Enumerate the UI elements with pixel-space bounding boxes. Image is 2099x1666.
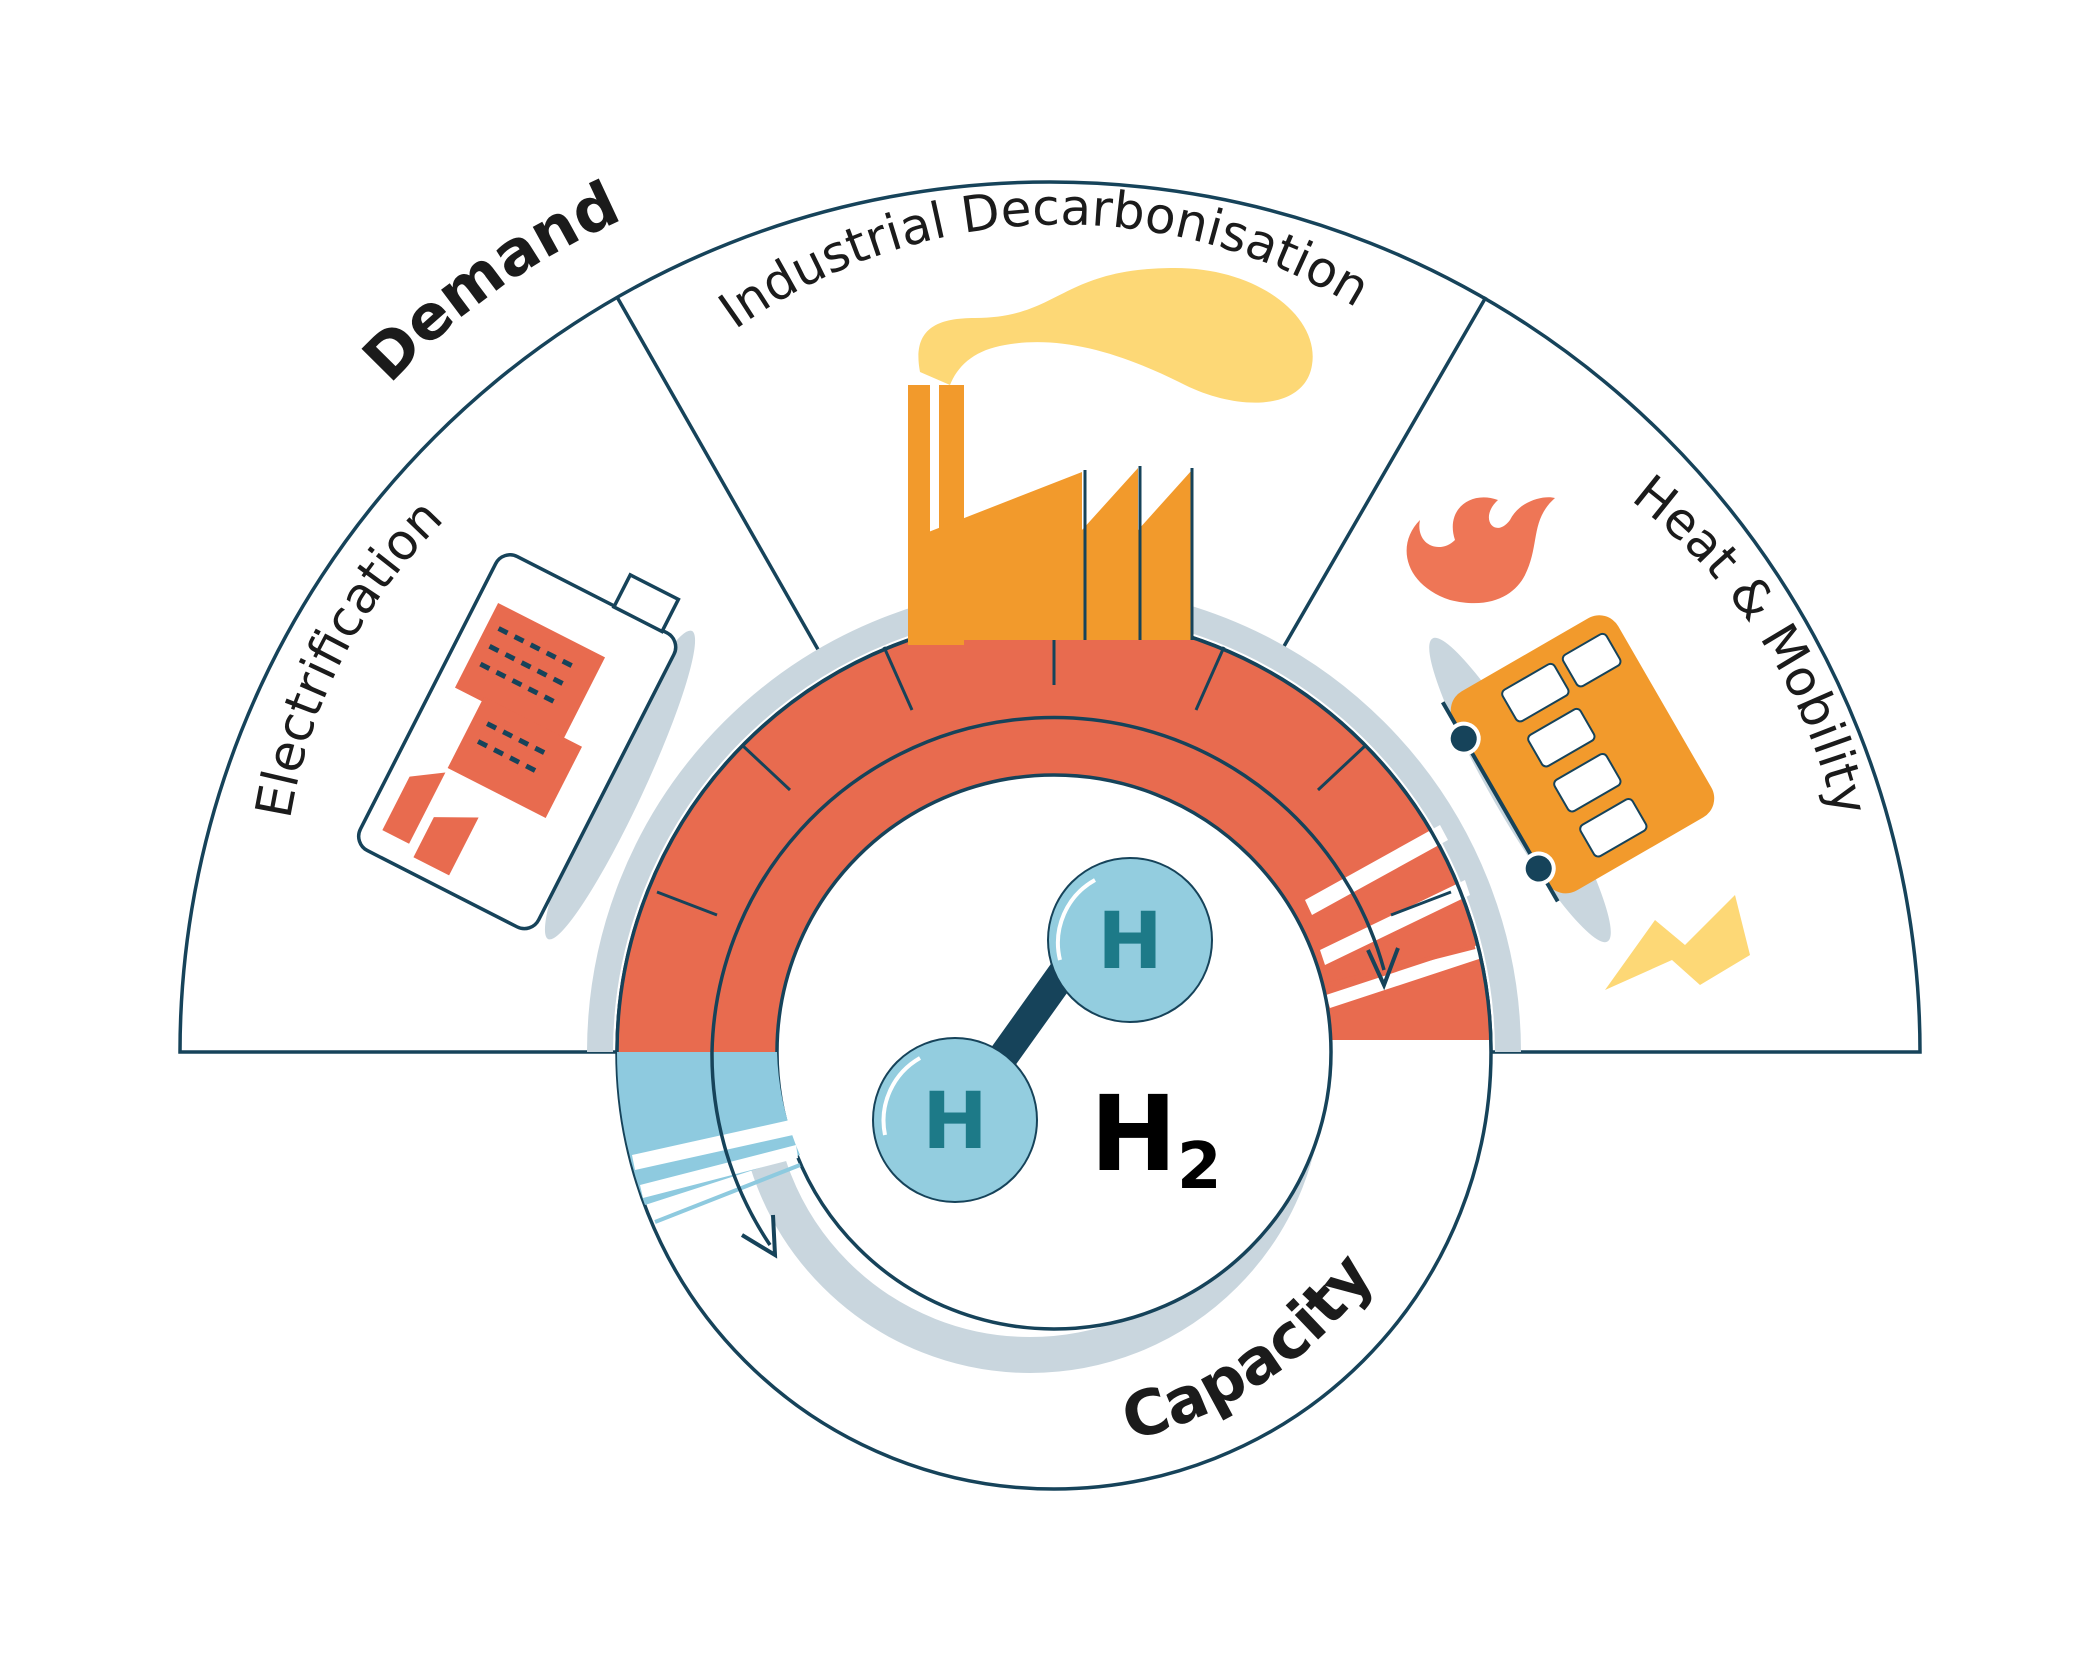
h-atom-top	[1047, 857, 1213, 1023]
h-atom-bottom	[872, 1037, 1038, 1203]
factory-roof-lines	[1083, 466, 1194, 640]
atom-bottom-label: H	[922, 1077, 987, 1167]
capacity-flow-arrow	[710, 1051, 772, 1246]
battery-building-3	[382, 772, 446, 844]
battery-shadow	[544, 630, 696, 940]
fan-divider-right	[1270, 296, 1488, 668]
capacity-arrowhead	[740, 1214, 778, 1259]
atom-top-label: H	[1097, 897, 1162, 987]
lightning-icon	[1605, 895, 1750, 990]
h2-formula: H2	[1090, 1073, 1222, 1204]
lightning-shape	[1605, 895, 1750, 990]
demand-ring-overflow	[1317, 945, 1476, 989]
capacity-ring-overflow	[654, 1163, 801, 1224]
demand-ring-band	[617, 615, 1491, 1052]
battery-windows	[476, 626, 573, 773]
demand-ring-stripes	[1305, 825, 1491, 1052]
bus-windows	[1501, 632, 1648, 858]
battery-terminal	[611, 572, 681, 634]
bus-wheel-back	[1521, 851, 1556, 886]
h2-main-letter: H	[1090, 1073, 1177, 1195]
h-atom-top-shine	[1056, 878, 1096, 961]
demand-ring-ticks	[656, 617, 1452, 917]
fan-divider-left	[615, 296, 830, 668]
capacity-ring-stripes	[632, 1120, 798, 1198]
battery-building-4	[413, 817, 479, 876]
demand-arrowhead	[1366, 947, 1400, 991]
h2-subscript: 2	[1177, 1130, 1222, 1204]
bus-wheel-front	[1446, 721, 1481, 756]
factory-body	[908, 468, 1192, 640]
h-atom-bottom-shine	[881, 1056, 921, 1136]
h2-core-outline	[775, 773, 1333, 1331]
flame-shape	[1406, 497, 1555, 604]
factory-chimney-gap	[930, 385, 939, 535]
battery-city-icon	[356, 553, 681, 931]
hydrogen-molecule-icon: H H	[872, 857, 1213, 1203]
capacity-ring	[617, 1051, 801, 1259]
bus-icon	[1440, 615, 1715, 903]
battery-building-1	[454, 602, 606, 743]
flame-icon	[1406, 497, 1555, 604]
demand-flow-arrow	[710, 715, 1386, 1053]
factory-smoke	[918, 268, 1313, 403]
factory-icon	[908, 268, 1313, 645]
